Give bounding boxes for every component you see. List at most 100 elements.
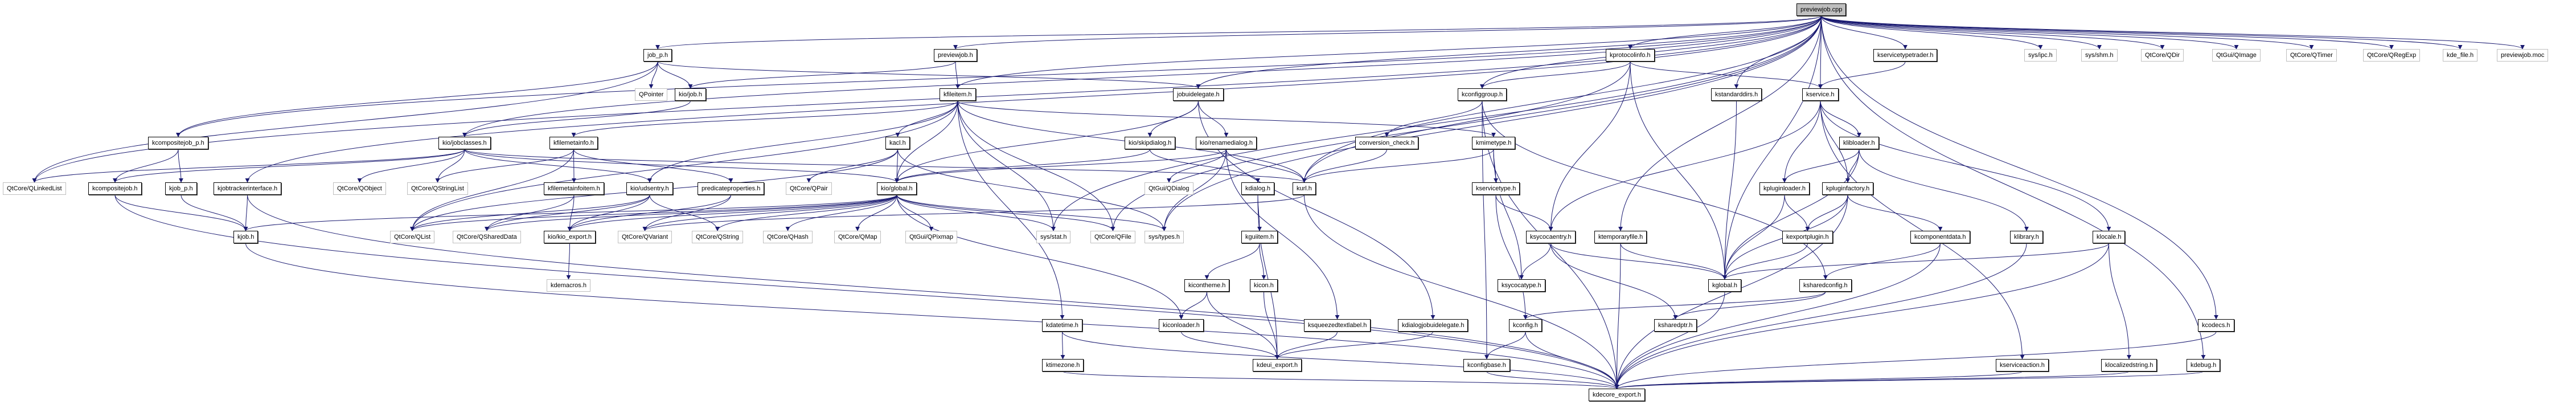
node-kcomponentdata[interactable]: kcomponentdata.h bbox=[1910, 231, 1970, 243]
node-kglobal[interactable]: kglobal.h bbox=[1708, 279, 1742, 292]
node-ktimezone[interactable]: ktimezone.h bbox=[1042, 359, 1084, 372]
node-kio-udsentry[interactable]: kio/udsentry.h bbox=[626, 182, 673, 195]
node-kstandarddirs[interactable]: kstandarddirs.h bbox=[1711, 88, 1762, 101]
node-kserviceaction[interactable]: kserviceaction.h bbox=[1996, 359, 2049, 372]
node-kprotocolinfo[interactable]: kprotocolinfo.h bbox=[1606, 49, 1655, 62]
edge-root-to-kcodecs bbox=[1821, 15, 2218, 320]
edge-kcomponentdata-to-ksharedconfig bbox=[1823, 243, 1941, 280]
edge-kio-global-to-kjob bbox=[243, 194, 897, 231]
node-kurl[interactable]: kurl.h bbox=[1293, 182, 1316, 195]
node-kdialog[interactable]: kdialog.h bbox=[1241, 182, 1275, 195]
node-qstringlist: QtCore/QStringList bbox=[407, 182, 468, 195]
edge-root-to-kglobal bbox=[1722, 15, 1822, 280]
node-kpluginloader[interactable]: kpluginloader.h bbox=[1759, 182, 1810, 195]
node-kconfigbase[interactable]: kconfigbase.h bbox=[1463, 359, 1510, 372]
node-kconfiggroup[interactable]: kconfiggroup.h bbox=[1458, 88, 1507, 101]
node-kfilemetainfoitem[interactable]: kfilemetainfoitem.h bbox=[544, 182, 604, 195]
edge-kstandarddirs-to-kglobal bbox=[1722, 100, 1737, 280]
node-kservice[interactable]: kservice.h bbox=[1802, 88, 1839, 101]
edge-root-to-kfileitem bbox=[955, 15, 1822, 89]
edge-job-p-to-qpointer bbox=[649, 61, 658, 89]
edge-kguiitem-to-kicontheme bbox=[1204, 243, 1260, 280]
node-kpluginfactory[interactable]: kpluginfactory.h bbox=[1822, 182, 1874, 195]
edge-job-p-to-qlinkedlist bbox=[32, 61, 658, 183]
node-previewjob-h[interactable]: previewjob.h bbox=[934, 49, 977, 62]
edge-kprotocolinfo-to-kconfiggroup bbox=[1480, 61, 1631, 89]
node-klibloader[interactable]: klibloader.h bbox=[1839, 137, 1879, 149]
edge-kservice-to-klocale bbox=[1820, 100, 2111, 231]
node-conversion-check[interactable]: conversion_check.h bbox=[1355, 137, 1419, 149]
node-kservicetype[interactable]: kservicetype.h bbox=[1472, 182, 1520, 195]
node-kmimetype[interactable]: kmimetype.h bbox=[1472, 137, 1516, 149]
node-qfile: QtCore/QFile bbox=[1090, 231, 1135, 243]
node-kdialogjobuidelegate[interactable]: kdialogjobuidelegate.h bbox=[1398, 319, 1469, 332]
node-kicontheme[interactable]: kicontheme.h bbox=[1184, 279, 1230, 292]
node-kservicetypetrader[interactable]: kservicetypetrader.h bbox=[1873, 49, 1938, 62]
node-kio-jobclasses[interactable]: kio/jobclasses.h bbox=[438, 137, 491, 149]
node-jobuidelegate[interactable]: jobuidelegate.h bbox=[1173, 88, 1224, 101]
node-kdatetime[interactable]: kdatetime.h bbox=[1042, 319, 1082, 332]
node-kdeui-export[interactable]: kdeui_export.h bbox=[1253, 359, 1302, 372]
node-ksqueezedtextlabel[interactable]: ksqueezedtextlabel.h bbox=[1304, 319, 1371, 332]
node-ksycocatype[interactable]: ksycocatype.h bbox=[1498, 279, 1545, 292]
edge-previewjob-h-to-kfileitem bbox=[955, 61, 960, 89]
edge-klibloader-to-kpluginfactory bbox=[1845, 149, 1860, 183]
node-kdebug[interactable]: kdebug.h bbox=[2187, 359, 2221, 372]
edge-root-to-qregexp bbox=[1821, 15, 2394, 50]
node-klocalizedstring[interactable]: klocalizedstring.h bbox=[2101, 359, 2157, 372]
node-kiconloader[interactable]: kiconloader.h bbox=[1159, 319, 1204, 332]
node-root[interactable]: previewjob.cpp bbox=[1796, 3, 1847, 16]
node-kcompositejob-p[interactable]: kcompositejob_p.h bbox=[148, 137, 208, 149]
node-klocale[interactable]: klocale.h bbox=[2093, 231, 2126, 243]
node-kjob-p[interactable]: kjob_p.h bbox=[165, 182, 197, 195]
node-kcodecs[interactable]: kcodecs.h bbox=[2198, 319, 2234, 332]
node-kconfig[interactable]: kconfig.h bbox=[1509, 319, 1543, 332]
node-job-p[interactable]: job_p.h bbox=[643, 49, 672, 62]
node-kio-export[interactable]: kio/kio_export.h bbox=[544, 231, 596, 243]
edge-ktemporaryfile-to-kdecore-export bbox=[1614, 243, 1621, 389]
node-kicon[interactable]: kicon.h bbox=[1250, 279, 1278, 292]
node-klibrary[interactable]: klibrary.h bbox=[2010, 231, 2043, 243]
node-predicateproperties[interactable]: predicateproperties.h bbox=[698, 182, 765, 195]
edge-kfilemetainfo-to-predicateproperties bbox=[573, 149, 733, 183]
edge-kconfig-to-kdecore-export bbox=[1525, 331, 1619, 389]
node-kde-file: kde_file.h bbox=[2443, 49, 2478, 62]
node-ksharedptr[interactable]: ksharedptr.h bbox=[1654, 319, 1697, 332]
node-qvariant: QtCore/QVariant bbox=[618, 231, 672, 243]
edge-kurl-to-qvariant bbox=[642, 194, 1305, 231]
node-kio-job[interactable]: kio/job.h bbox=[675, 88, 706, 101]
node-kfilemetainfo[interactable]: kfilemetainfo.h bbox=[549, 137, 598, 149]
edge-kio-jobclasses-to-kio-global bbox=[464, 149, 899, 183]
node-kio-skipdialog[interactable]: kio/skipdialog.h bbox=[1125, 137, 1176, 149]
edge-kio-renamedialog-to-kio-global bbox=[895, 149, 1227, 183]
edge-klibloader-to-kpluginloader bbox=[1782, 149, 1860, 183]
node-kdecore-export[interactable]: kdecore_export.h bbox=[1589, 389, 1645, 401]
node-kio-global[interactable]: kio/global.h bbox=[877, 182, 917, 195]
node-kacl[interactable]: kacl.h bbox=[885, 137, 910, 149]
node-ksycocaentry[interactable]: ksycocaentry.h bbox=[1526, 231, 1576, 243]
edge-root-to-kprotocolinfo bbox=[1628, 15, 1822, 50]
node-ksharedconfig[interactable]: ksharedconfig.h bbox=[1799, 279, 1852, 292]
node-kfileitem[interactable]: kfileitem.h bbox=[940, 88, 976, 101]
edge-kdialogjobuidelegate-to-kdeui-export bbox=[1275, 331, 1433, 360]
edge-kserviceaction-to-kdecore-export bbox=[1614, 371, 2023, 389]
edge-kglobal-to-kdecore-export bbox=[1614, 291, 1725, 389]
edge-root-to-kstandarddirs bbox=[1734, 15, 1822, 89]
edge-jobuidelegate-to-kio-renamedialog bbox=[1198, 100, 1229, 137]
node-kguiitem[interactable]: kguiitem.h bbox=[1241, 231, 1278, 243]
edge-kio-renamedialog-to-ksqueezedtextlabel bbox=[1226, 149, 1340, 320]
edge-kfileitem-to-kio-udsentry bbox=[647, 100, 958, 183]
node-kjob[interactable]: kjob.h bbox=[233, 231, 259, 243]
node-kcompositejob[interactable]: kcompositejob.h bbox=[88, 182, 142, 195]
node-kexportplugin[interactable]: kexportplugin.h bbox=[1782, 231, 1833, 243]
node-ktemporaryfile[interactable]: ktemporaryfile.h bbox=[1594, 231, 1647, 243]
edge-kguiitem-to-kicon bbox=[1259, 243, 1266, 280]
edge-kservicetype-to-kconfig bbox=[1495, 194, 1528, 320]
node-kio-renamedialog[interactable]: kio/renamedialog.h bbox=[1196, 137, 1257, 149]
edge-kmimetype-to-ksycocatype bbox=[1493, 149, 1524, 280]
node-kjobtrackerinterface[interactable]: kjobtrackerinterface.h bbox=[214, 182, 282, 195]
edge-kio-global-to-qshareddata bbox=[485, 194, 897, 231]
edge-conversion-check-to-kurl bbox=[1302, 149, 1387, 183]
edge-kio-udsentry-to-qstring bbox=[649, 194, 720, 231]
